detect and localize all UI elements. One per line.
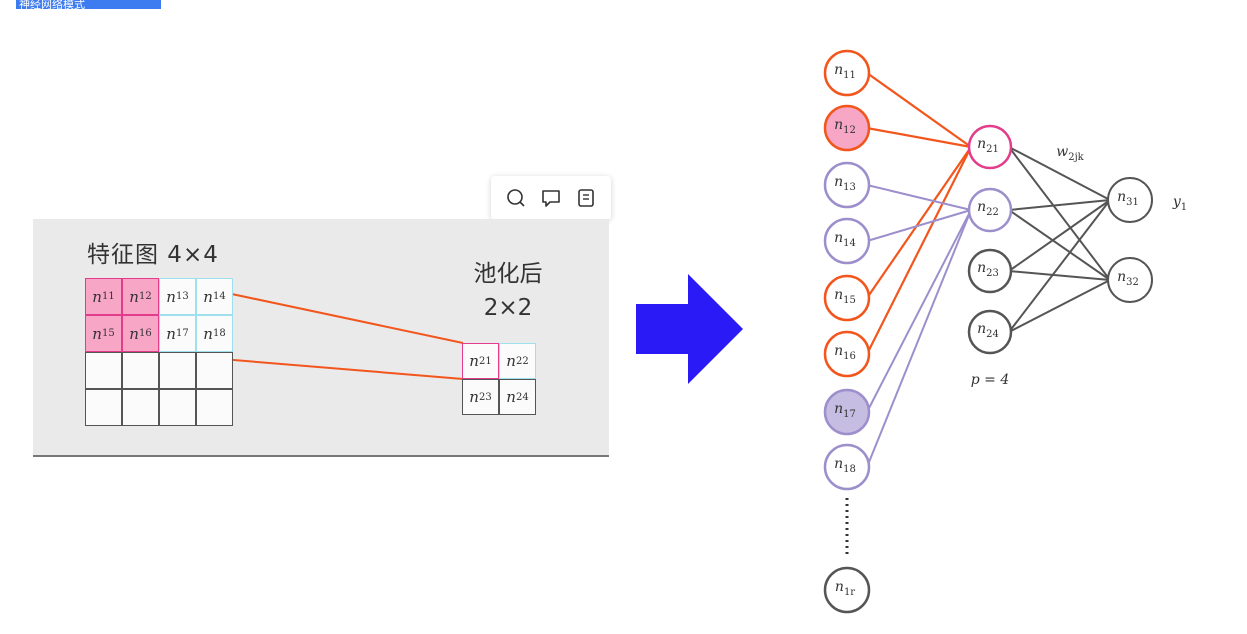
note-icon (577, 189, 594, 207)
feature-cell (196, 389, 233, 426)
pooled-title-line1: 池化后 (473, 261, 543, 287)
weight-label: w2jk (1056, 144, 1084, 163)
edge-line (866, 126, 972, 149)
edge-line (866, 146, 972, 355)
edge-line (1008, 279, 1111, 333)
edge-line (866, 209, 972, 468)
output-node-label: n32 (1117, 269, 1139, 288)
comment-button[interactable] (538, 185, 564, 211)
selection-text: 神经网络模式 (19, 0, 85, 9)
input-node-label: n16 (834, 343, 856, 362)
input-node (823, 217, 871, 265)
hidden-node (967, 187, 1013, 233)
selection-highlight: 神经网络模式 (16, 0, 161, 9)
feature-cell (85, 389, 122, 426)
right-arrow-icon (636, 274, 743, 384)
neural-network-diagram: n11 n12 n13 n14 n15 n16 n17 n18 n1r n21 n22 n23 n24 n… (823, 49, 1187, 614)
input-node (823, 49, 871, 97)
hidden-node (967, 124, 1013, 170)
input-node-label: n12 (834, 117, 856, 136)
edge-line (1008, 209, 1111, 281)
input-node-label: n14 (834, 230, 856, 249)
edge-line (866, 209, 972, 413)
input-node (823, 388, 871, 436)
edge-line (866, 72, 972, 148)
input-node-label: n17 (834, 401, 856, 420)
input-node (823, 274, 871, 322)
input-node-label: n1r (835, 579, 855, 598)
hidden-node-label: n24 (977, 321, 999, 340)
input-node (823, 161, 871, 209)
search-button[interactable] (503, 185, 529, 211)
output-node (1107, 177, 1153, 223)
output-node (1107, 257, 1153, 303)
hidden-node-label: n21 (977, 136, 999, 155)
input-node-label: n11 (834, 62, 856, 81)
feature-cell (159, 389, 196, 426)
edge-line (1008, 146, 1111, 201)
hidden-node-label: n23 (977, 260, 999, 279)
floating-toolbar (491, 176, 611, 220)
feature-cell (159, 352, 196, 389)
note-button[interactable] (573, 185, 599, 211)
feature-cell (85, 352, 122, 389)
pooled-title: 池化后 2×2 (453, 257, 563, 325)
edge-line (1008, 199, 1111, 211)
edge-line (1008, 199, 1111, 272)
input-node-label: n13 (834, 174, 856, 193)
search-icon (507, 189, 525, 207)
input-node (823, 104, 871, 152)
input-node (823, 443, 871, 491)
hidden-node-label: n22 (977, 199, 999, 218)
p-value-label: p = 4 (971, 372, 1010, 388)
input-node-label: n18 (834, 456, 856, 475)
edge-line (1008, 146, 1111, 281)
feature-cell (122, 389, 159, 426)
edge-line (1008, 270, 1111, 281)
edge-line (866, 209, 972, 242)
edge-line (866, 146, 972, 299)
hidden-node (967, 248, 1013, 294)
input-node (823, 330, 871, 378)
feature-map-title: 特征图 4×4 (87, 242, 219, 268)
pooled-title-line2: 2×2 (483, 295, 533, 321)
input-node (823, 566, 871, 614)
output-node-label: n31 (1117, 189, 1139, 208)
comment-icon (542, 190, 560, 207)
edge-line (866, 184, 972, 211)
feature-cell (196, 352, 233, 389)
input-node-label: n15 (834, 287, 856, 306)
output-y-label: y1 (1172, 194, 1187, 213)
feature-cell (122, 352, 159, 389)
edge-line (1008, 199, 1111, 333)
hidden-node (967, 309, 1013, 355)
